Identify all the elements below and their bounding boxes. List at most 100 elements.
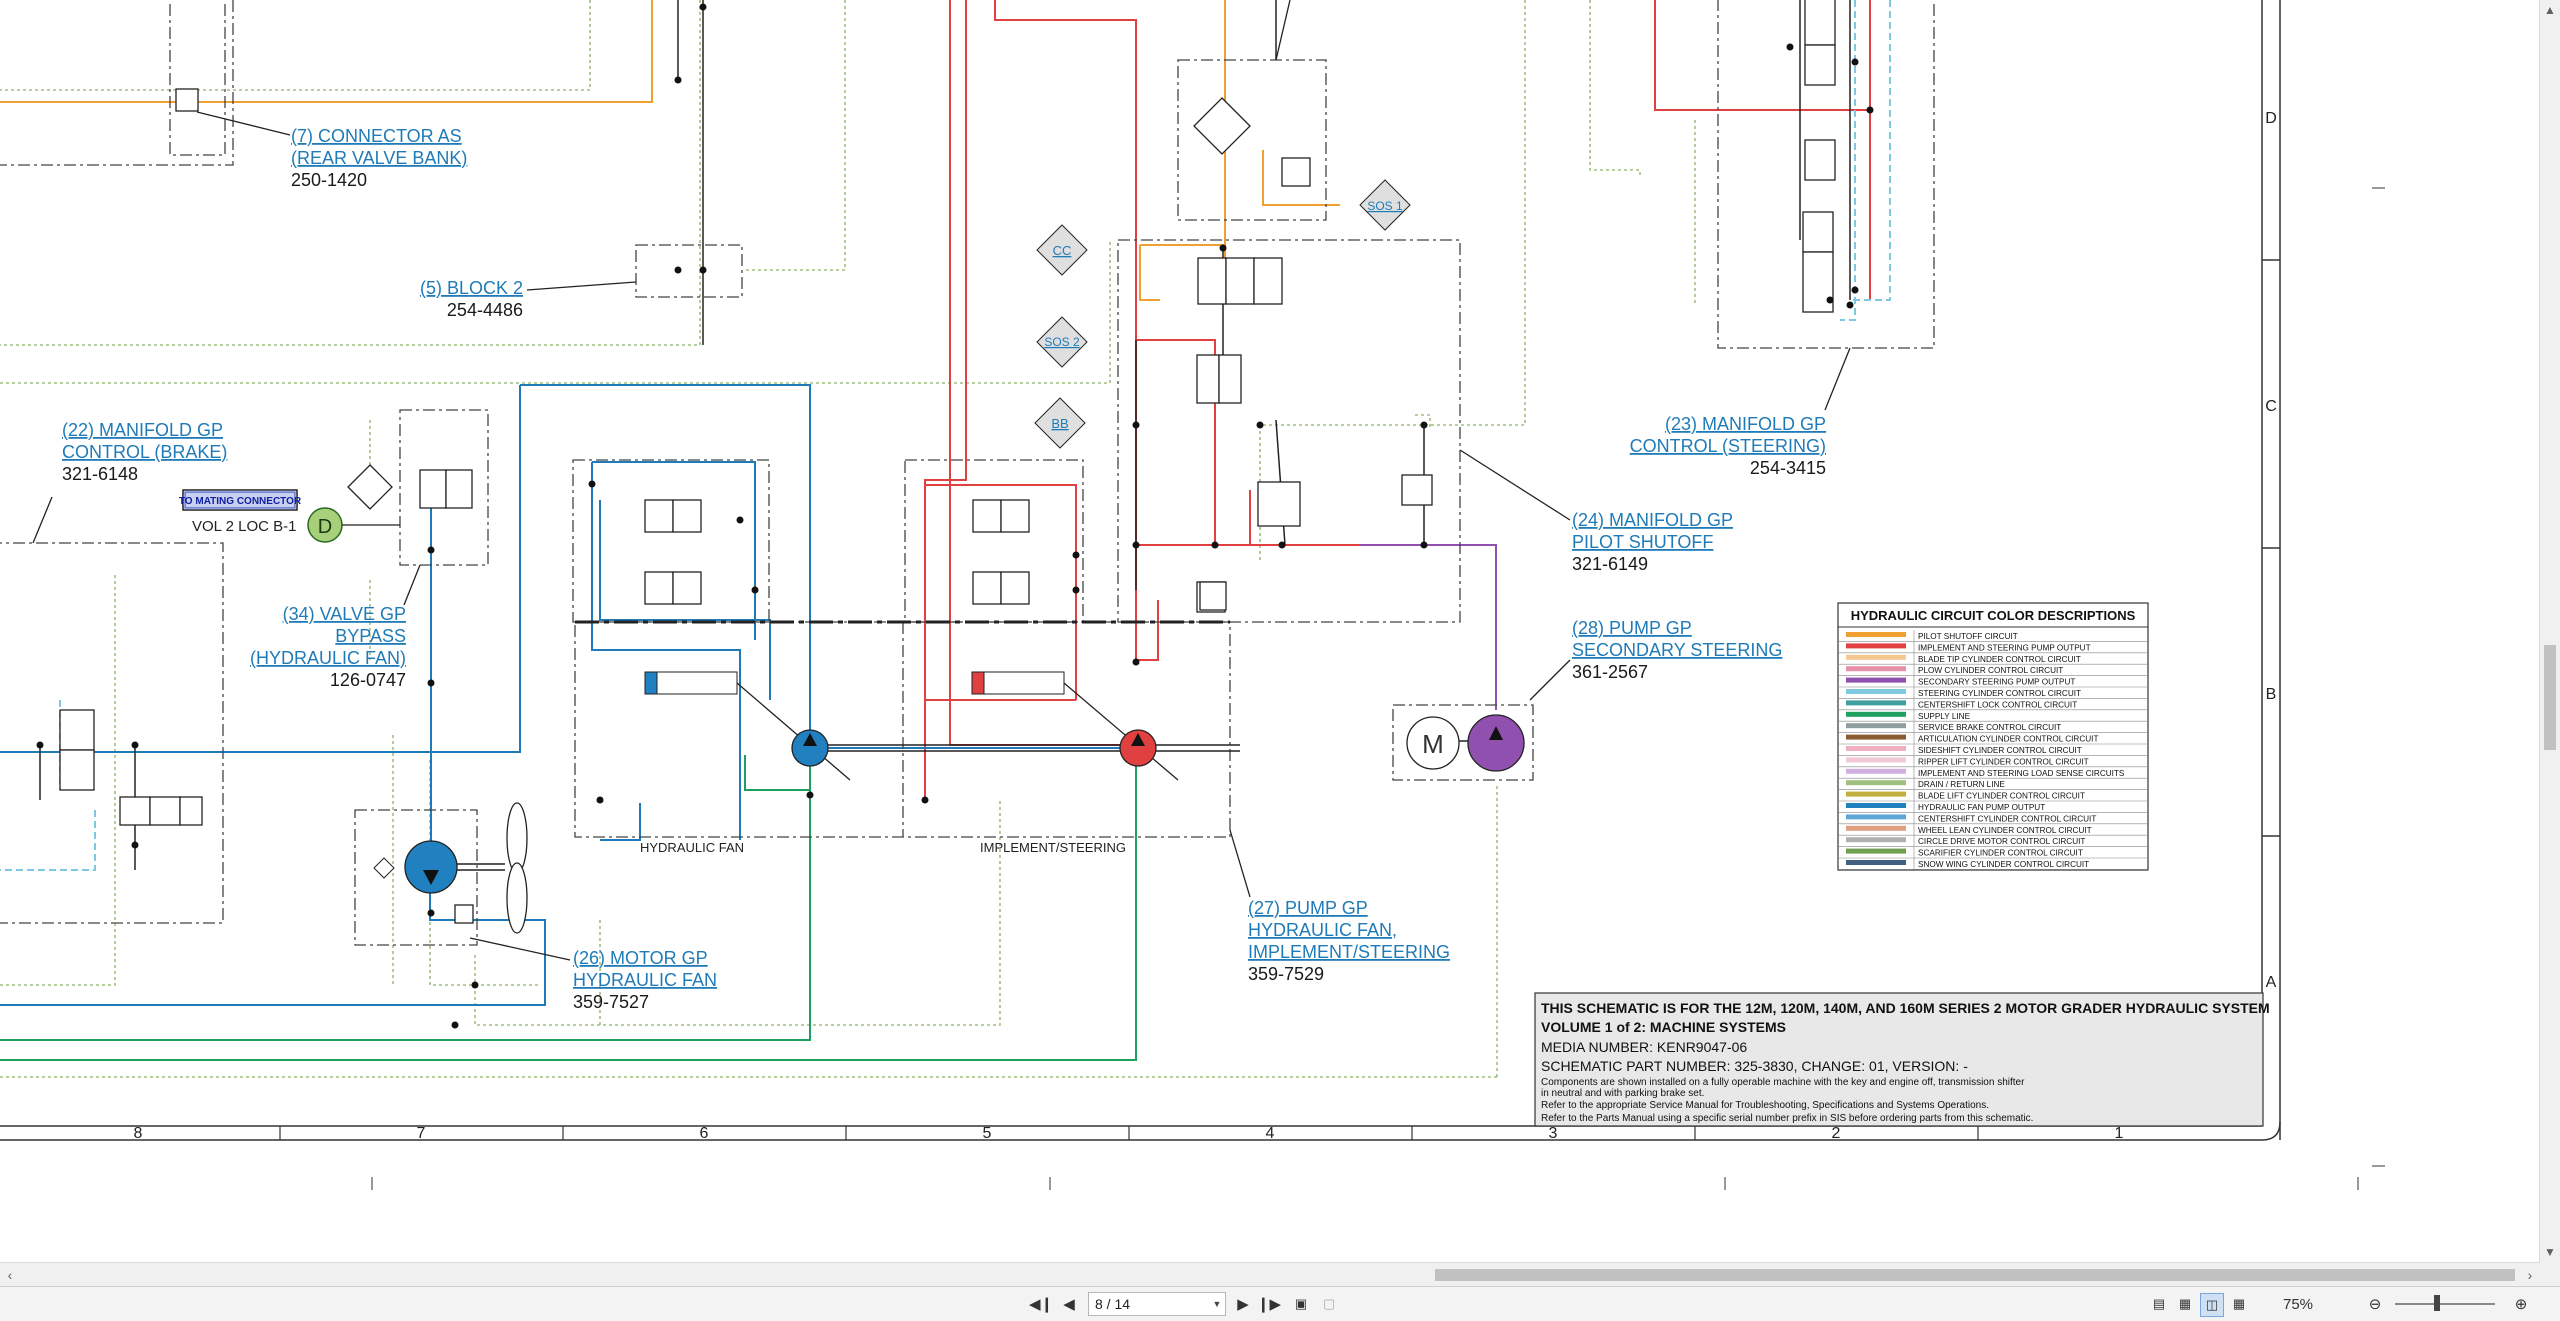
legend-label: BLADE LIFT CYLINDER CONTROL CIRCUIT bbox=[1918, 792, 2085, 801]
legend-swatch bbox=[1846, 734, 1906, 740]
zoom-out-icon[interactable]: ⊖ bbox=[2368, 1296, 2382, 1313]
hydraulic-schematic: 8 7 6 5 4 3 2 1 D C B A bbox=[0, 0, 2385, 1190]
svg-text:IMPLEMENT/STEERING: IMPLEMENT/STEERING bbox=[1248, 942, 1450, 962]
svg-text:(5) BLOCK 2: (5) BLOCK 2 bbox=[420, 278, 523, 298]
drain-lines bbox=[0, 0, 1696, 1078]
secondary-steering-lines bbox=[1360, 544, 1497, 710]
document-viewport[interactable]: 8 7 6 5 4 3 2 1 D C B A bbox=[0, 0, 2540, 1262]
brake-manifold-box bbox=[0, 542, 224, 924]
pump-label-fan: HYDRAULIC FAN bbox=[640, 840, 744, 855]
grid-row-labels: D C B A bbox=[2265, 110, 2277, 991]
legend-swatch bbox=[1846, 746, 1906, 751]
zoom-slider-thumb[interactable] bbox=[2434, 1295, 2440, 1311]
fit-page-icon[interactable]: ▣ bbox=[1294, 1296, 1308, 1311]
grid-col-8: 8 bbox=[134, 1125, 143, 1142]
title-volume: VOLUME 1 of 2: MACHINE SYSTEMS bbox=[1541, 1019, 1786, 1035]
callout-pump-secondary[interactable]: (28) PUMP GP SECONDARY STEERING 361-2567 bbox=[1572, 618, 1782, 682]
zoom-in-icon[interactable]: ⊕ bbox=[2514, 1296, 2528, 1313]
grid-col-1: 1 bbox=[2115, 1125, 2124, 1142]
svg-text:SECONDARY STEERING: SECONDARY STEERING bbox=[1572, 640, 1782, 660]
svg-text:(REAR VALVE BANK): (REAR VALVE BANK) bbox=[291, 148, 467, 168]
grid-row-c: C bbox=[2265, 398, 2277, 415]
legend-label: SECONDARY STEERING PUMP OUTPUT bbox=[1918, 678, 2075, 687]
fan-pump-symbol bbox=[791, 729, 829, 767]
tag-cc: CC bbox=[1036, 224, 1088, 276]
grid-column-labels: 8 7 6 5 4 3 2 1 bbox=[134, 1125, 2124, 1142]
legend-label: SNOW WING CYLINDER CONTROL CIRCUIT bbox=[1918, 860, 2089, 869]
hydraulic-fan-lines bbox=[0, 384, 1136, 1006]
horizontal-scroll-thumb[interactable] bbox=[1435, 1269, 2515, 1281]
title-note-4: Refer to the Parts Manual using a specif… bbox=[1541, 1113, 2033, 1124]
legend-label: DRAIN / RETURN LINE bbox=[1918, 780, 2005, 789]
svg-text:CONTROL (BRAKE): CONTROL (BRAKE) bbox=[62, 442, 227, 462]
legend-swatch bbox=[1846, 654, 1906, 660]
grid-row-d: D bbox=[2265, 110, 2277, 127]
title-block: THIS SCHEMATIC IS FOR THE 12M, 120M, 140… bbox=[1534, 992, 2270, 1127]
mating-connector: TO MATING CONNECTOR D VOL 2 LOC B-1 bbox=[179, 489, 400, 543]
scroll-down-icon[interactable]: ▼ bbox=[2544, 1245, 2556, 1259]
next-page-icon[interactable]: ▶ bbox=[1237, 1296, 1249, 1313]
block-2-box bbox=[635, 244, 743, 298]
two-page-view-icon[interactable]: ◫ bbox=[2200, 1293, 2224, 1317]
legend-label: SUPPLY LINE bbox=[1918, 712, 1971, 721]
svg-text:359-7527: 359-7527 bbox=[573, 992, 649, 1012]
legend-swatch bbox=[1846, 860, 1906, 865]
two-page-continuous-icon[interactable]: ▦ bbox=[2232, 1296, 2246, 1311]
grid-col-6: 6 bbox=[700, 1125, 709, 1142]
callout-manifold-brake[interactable]: (22) MANIFOLD GP CONTROL (BRAKE) 321-614… bbox=[62, 420, 227, 484]
scroll-right-icon[interactable]: › bbox=[2527, 1267, 2533, 1283]
legend-label: CIRCLE DRIVE MOTOR CONTROL CIRCUIT bbox=[1918, 837, 2085, 846]
legend-swatch bbox=[1846, 837, 1906, 843]
vertical-scroll-thumb[interactable] bbox=[2544, 645, 2556, 750]
callout-manifold-steering[interactable]: (23) MANIFOLD GP CONTROL (STEERING) 254-… bbox=[1630, 414, 1826, 478]
svg-text:SOS 2: SOS 2 bbox=[1044, 335, 1080, 349]
grid-row-b: B bbox=[2266, 686, 2277, 703]
legend-row: HYDRAULIC FAN PUMP OUTPUT bbox=[1838, 801, 2148, 813]
secondary-pump-box bbox=[1392, 704, 1534, 781]
rear-valve-inner-box bbox=[169, 0, 226, 156]
legend-swatch bbox=[1846, 643, 1906, 649]
scroll-left-icon[interactable]: ‹ bbox=[7, 1267, 13, 1283]
legend-label: PILOT SHUTOFF CIRCUIT bbox=[1918, 632, 2018, 641]
single-page-view-icon[interactable]: ▤ bbox=[2152, 1296, 2166, 1311]
mating-connector-label: TO MATING CONNECTOR bbox=[179, 496, 302, 507]
legend-row: CIRCLE DRIVE MOTOR CONTROL CIRCUIT bbox=[1838, 835, 2148, 847]
legend-row: BLADE TIP CYLINDER CONTROL CIRCUIT bbox=[1838, 652, 2148, 665]
color-legend: HYDRAULIC CIRCUIT COLOR DESCRIPTIONS PIL… bbox=[1837, 602, 2149, 871]
legend-label: CENTERSHIFT LOCK CONTROL CIRCUIT bbox=[1918, 700, 2077, 709]
implement-pump-symbol bbox=[1119, 729, 1157, 767]
last-page-icon[interactable]: ❙▶ bbox=[1256, 1296, 1282, 1313]
page-number-field[interactable]: 8 / 14 ▼ bbox=[1088, 1292, 1226, 1316]
callout-manifold-pilot[interactable]: (24) MANIFOLD GP PILOT SHUTOFF 321-6149 bbox=[1572, 510, 1733, 574]
legend-label: HYDRAULIC FAN PUMP OUTPUT bbox=[1918, 803, 2045, 812]
page-toolbar: ◀❙ ◀ 8 / 14 ▼ ▶ ❙▶ ▣ ▢ ▤ ▦ ◫ ▦ 75% ⊖ ⊕ bbox=[0, 1286, 2560, 1321]
scroll-up-icon[interactable]: ▲ bbox=[2544, 3, 2556, 17]
continuous-view-icon[interactable]: ▦ bbox=[2178, 1296, 2192, 1311]
pilot-shutoff-lines bbox=[0, 0, 1340, 301]
callout-connector-as[interactable]: (7) CONNECTOR AS (REAR VALVE BANK) 250-1… bbox=[291, 126, 467, 190]
title-note-1: Components are shown installed on a full… bbox=[1541, 1077, 2025, 1088]
previous-page-icon[interactable]: ◀ bbox=[1063, 1296, 1075, 1313]
callout-pump-fan-implement[interactable]: (27) PUMP GP HYDRAULIC FAN, IMPLEMENT/ST… bbox=[1248, 898, 1450, 984]
drawing-frame bbox=[0, 0, 2281, 1141]
zoom-slider[interactable] bbox=[2395, 1303, 2495, 1305]
callout-block-2[interactable]: (5) BLOCK 2 254-4486 bbox=[420, 278, 523, 320]
vertical-scrollbar[interactable]: ▲ ▼ bbox=[2539, 0, 2560, 1262]
svg-text:254-3415: 254-3415 bbox=[1750, 458, 1826, 478]
junction-dots bbox=[36, 3, 1874, 1029]
horizontal-scrollbar[interactable]: ‹ › bbox=[0, 1262, 2540, 1287]
svg-text:359-7529: 359-7529 bbox=[1248, 964, 1324, 984]
legend-swatch bbox=[1846, 632, 1906, 637]
legend-swatch bbox=[1846, 677, 1906, 683]
legend-row: SCARIFIER CYLINDER CONTROL CIRCUIT bbox=[1838, 846, 2148, 859]
callout-valve-bypass[interactable]: (34) VALVE GP BYPASS (HYDRAULIC FAN) 126… bbox=[250, 604, 406, 690]
leader-lines bbox=[32, 0, 1851, 961]
fit-width-icon[interactable]: ▢ bbox=[1322, 1296, 1336, 1311]
svg-text:254-4486: 254-4486 bbox=[447, 300, 523, 320]
callout-motor-fan[interactable]: (26) MOTOR GP HYDRAULIC FAN 359-7527 bbox=[573, 948, 717, 1012]
svg-text:(26) MOTOR GP: (26) MOTOR GP bbox=[573, 948, 708, 968]
svg-text:(HYDRAULIC FAN): (HYDRAULIC FAN) bbox=[250, 648, 406, 668]
first-page-icon[interactable]: ◀❙ bbox=[1028, 1296, 1054, 1313]
svg-text:250-1420: 250-1420 bbox=[291, 170, 367, 190]
chevron-down-icon[interactable]: ▼ bbox=[1212, 1299, 1222, 1309]
